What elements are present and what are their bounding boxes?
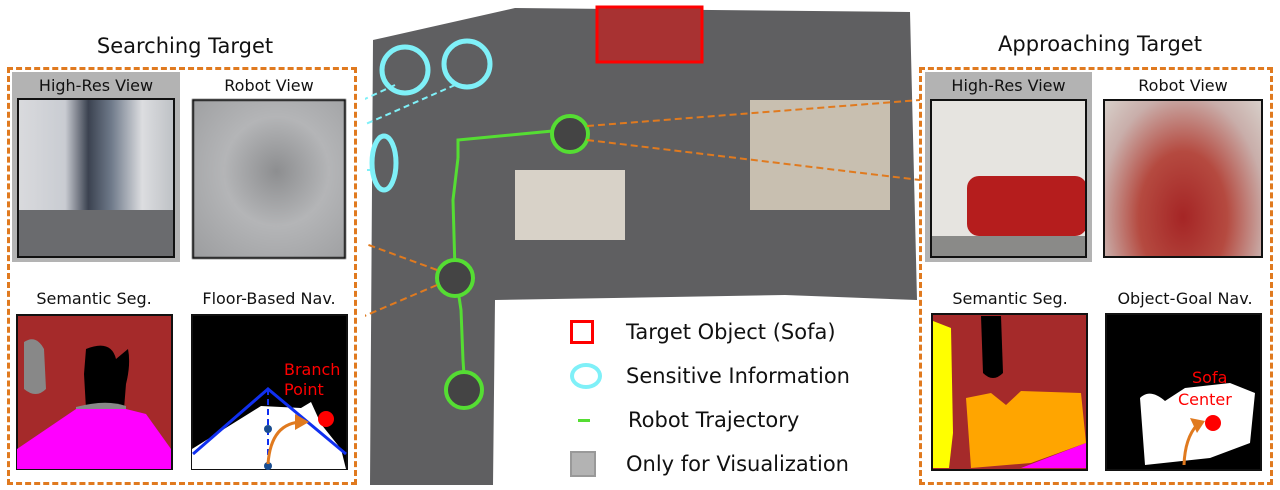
- sofa-center-label-2: Center: [1178, 390, 1232, 409]
- high-res-view-label: High-Res View: [38, 76, 154, 95]
- scene-map: [365, 5, 921, 485]
- semantic-seg-image: [16, 314, 173, 470]
- high-res-view-image: [930, 99, 1087, 258]
- sofa: [967, 176, 1085, 236]
- legend-item-trajectory: Robot Trajectory: [570, 398, 900, 442]
- desk-area: [750, 100, 890, 210]
- floor-based-nav-label: Floor-Based Nav.: [202, 289, 336, 308]
- robot-position: [444, 370, 484, 410]
- semantic-seg-image: [931, 313, 1088, 471]
- branch-point-label-2: Point: [284, 380, 324, 399]
- red-square-icon: [570, 320, 594, 344]
- legend-item-visualization: Only for Visualization: [570, 442, 900, 486]
- legend-label: Robot Trajectory: [628, 408, 800, 432]
- object-goal-nav-label: Object-Goal Nav.: [1117, 289, 1253, 308]
- legend-label: Only for Visualization: [626, 452, 849, 476]
- robot-position: [435, 258, 475, 298]
- sofa-center-marker: [1205, 415, 1221, 431]
- robot-view-label: Robot View: [1138, 76, 1228, 95]
- desk: [515, 170, 625, 240]
- sensitive-info-marker: [369, 133, 399, 193]
- legend-item-sensitive: Sensitive Information: [570, 354, 900, 398]
- legend-item-target: Target Object (Sofa): [570, 310, 900, 354]
- cyan-circle-icon: [570, 363, 602, 389]
- right-panel-title: Approaching Target: [998, 32, 1202, 56]
- floor-based-nav-image: [191, 314, 348, 470]
- object-goal-nav-image: [1105, 313, 1262, 471]
- approaching-target-panel: [919, 67, 1273, 485]
- floor: [932, 236, 1085, 256]
- sofa-center-label-1: Sofa: [1192, 368, 1228, 387]
- high-res-view-label: High-Res View: [951, 76, 1066, 95]
- robot-position: [550, 114, 590, 154]
- robot-view-image: [1103, 99, 1263, 258]
- robot-view-label: Robot View: [224, 76, 314, 95]
- sensitive-info-marker: [379, 44, 431, 96]
- left-panel-title: Searching Target: [96, 34, 274, 58]
- semantic-seg-label: Semantic Seg.: [952, 289, 1068, 308]
- high-res-view-image: [17, 98, 175, 258]
- gray-square-icon: [570, 451, 596, 477]
- floor: [19, 210, 173, 256]
- legend-label: Target Object (Sofa): [626, 320, 836, 344]
- branch-point-label-1: Branch: [284, 360, 341, 379]
- legend-label: Sensitive Information: [626, 364, 850, 388]
- target-sofa-box: [595, 5, 704, 64]
- legend: Target Object (Sofa) Sensitive Informati…: [570, 310, 900, 486]
- green-line-icon: [578, 418, 590, 422]
- semantic-seg-label: Semantic Seg.: [36, 289, 152, 308]
- sensitive-info-marker: [441, 38, 493, 90]
- branch-point-marker: [318, 411, 334, 427]
- robot-view-image: [192, 99, 346, 259]
- searching-target-panel: [7, 67, 357, 485]
